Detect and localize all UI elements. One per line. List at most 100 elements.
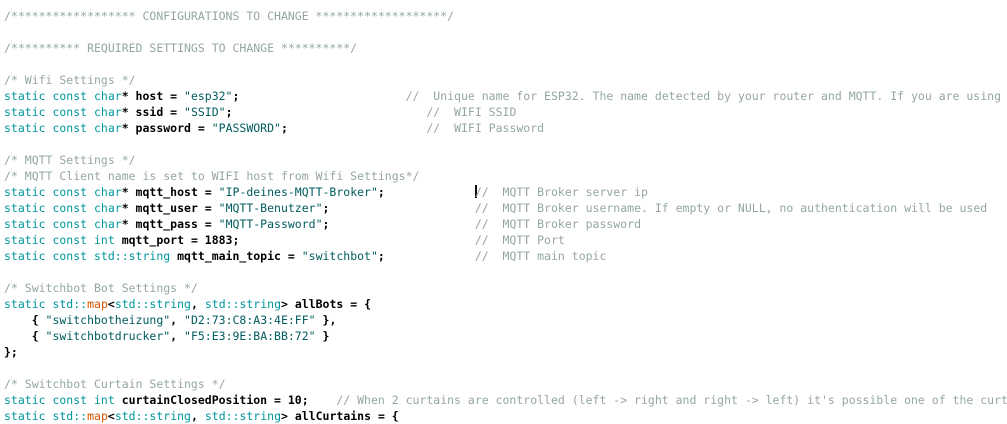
code-segment-p: ; [377,185,475,199]
code-segment-p: < [107,297,115,311]
code-segment-s: "MQTT-Password" [218,217,323,231]
code-segment-t: map [87,409,108,423]
code-line [4,264,1007,280]
code-segment-p: , [170,313,185,327]
code-segment-p: mqtt_main_topic = [170,249,302,263]
code-segment-p: } [315,329,330,343]
code-segment-p: * mqtt_host = [121,185,219,199]
code-line: /* Switchbot Bot Settings */ [4,280,1007,296]
code-line: static const std::string mqtt_main_topic… [4,248,1007,264]
code-segment-p: }; [4,345,18,359]
code-segment-k: static const char [4,105,122,119]
text-cursor [474,185,477,198]
code-segment-k: static const int [4,233,115,247]
code-segment-t: map [87,297,108,311]
code-line: { "switchbotheizung", "D2:73:C8:A3:4E:FF… [4,312,1007,328]
code-line: static const char* mqtt_pass = "MQTT-Pas… [4,216,1007,232]
code-segment-k: static std:: [4,297,88,311]
code-segment-c: // Unique name for ESP32. The name detec… [405,89,1002,103]
code-segment-p: mqtt_port = 1883; [114,233,475,247]
code-segment-s: "D2:73:C8:A3:4E:FF" [184,313,316,327]
code-segment-c: // MQTT Broker password [474,217,641,231]
code-segment-k: static const int [4,393,115,407]
code-line: static const int curtainClosedPosition =… [4,392,1007,408]
code-line: /********** REQUIRED SETTINGS TO CHANGE … [4,40,1007,56]
code-line: static const char* mqtt_user = "MQTT-Ben… [4,200,1007,216]
code-line: static const char* host = "esp32"; // Un… [4,88,1007,104]
code-segment-k: static std:: [4,409,88,423]
code-line: static const char* mqtt_host = "IP-deine… [4,184,1007,200]
code-segment-k: std::string [114,409,191,423]
code-segment-p: ; [322,217,475,231]
code-segment-k: std::string [204,297,282,311]
code-segment-p: ; [225,105,427,119]
code-segment-p: }, [315,313,337,327]
code-segment-s: "PASSWORD" [211,121,281,135]
code-line: /* MQTT Settings */ [4,152,1007,168]
code-segment-p: ; [280,121,427,135]
code-line: }; [4,344,1007,360]
code-segment-s: "F5:E3:9E:BA:BB:72" [184,329,316,343]
code-segment-p: , [190,297,205,311]
code-line: { "switchbotdrucker", "F5:E3:9E:BA:BB:72… [4,328,1007,344]
code-segment-c: // MQTT Broker server ip [474,185,648,199]
code-segment-p: { [4,313,46,327]
code-segment-k: static const char [4,217,122,231]
code-segment-s: "IP-deines-MQTT-Broker" [218,185,378,199]
code-segment-k: static const char [4,121,122,135]
code-segment-s: "switchbotheizung" [45,313,171,327]
code-segment-k: static const char [4,89,122,103]
code-segment-p: , [190,409,205,423]
code-segment-s: "SSID" [184,105,226,119]
code-segment-c: /* Switchbot Curtain Settings */ [4,377,226,391]
code-segment-c: // MQTT Port [474,233,565,247]
code-segment-p: { [4,329,46,343]
code-segment-p: * password = [121,121,212,135]
code-line: /****************** CONFIGURATIONS TO CH… [4,8,1007,24]
code-segment-k: std::string [114,297,191,311]
code-segment-c: // MQTT Broker username. If empty or NUL… [474,201,988,215]
code-segment-c: // When 2 curtains are controlled (left … [336,393,1007,407]
code-segment-k: static const char [4,201,122,215]
code-segment-c: /****************** CONFIGURATIONS TO CH… [4,9,455,23]
code-segment-p: > allCurtains = { [281,409,399,423]
code-segment-p: * mqtt_user = [121,201,219,215]
code-line: /* MQTT Client name is set to WIFI host … [4,168,1007,184]
code-segment-p: * host = [121,89,185,103]
code-line: static std::map<std::string, std::string… [4,408,1007,424]
code-segment-c: // WIFI Password [426,121,545,135]
code-segment-p: > allBots = { [281,297,372,311]
code-line: static std::map<std::string, std::string… [4,296,1007,312]
code-segment-p: ; [232,89,406,103]
code-line: /* Wifi Settings */ [4,72,1007,88]
code-segment-p: < [107,409,115,423]
code-segment-p: * mqtt_pass = [121,217,219,231]
code-segment-p: ; [322,201,475,215]
code-line [4,56,1007,72]
code-segment-k: static const char [4,185,122,199]
code-line [4,136,1007,152]
code-segment-p: curtainClosedPosition = 10; [114,393,337,407]
code-line [4,360,1007,376]
code-segment-s: "esp32" [184,89,233,103]
code-segment-p: ; [377,249,475,263]
code-segment-k: static const std::string [4,249,171,263]
code-segment-s: "switchbot" [301,249,378,263]
code-segment-c: // WIFI SSID [426,105,517,119]
code-segment-c: /********** REQUIRED SETTINGS TO CHANGE … [4,41,358,55]
code-segment-p: * ssid = [121,105,185,119]
code-segment-s: "MQTT-Benutzer" [218,201,323,215]
code-segment-c: /* MQTT Settings */ [4,153,136,167]
code-segment-c: /* Wifi Settings */ [4,73,136,87]
code-segment-c: /* Switchbot Bot Settings */ [4,281,198,295]
code-line: /* Switchbot Curtain Settings */ [4,376,1007,392]
code-segment-p: , [170,329,185,343]
code-segment-s: "switchbotdrucker" [45,329,171,343]
code-segment-c: /* MQTT Client name is set to WIFI host … [4,169,420,183]
code-line: static const char* ssid = "SSID"; // WIF… [4,104,1007,120]
code-line: static const int mqtt_port = 1883; // MQ… [4,232,1007,248]
code-line [4,24,1007,40]
code-segment-c: // MQTT main topic [474,249,607,263]
code-line: static const char* password = "PASSWORD"… [4,120,1007,136]
